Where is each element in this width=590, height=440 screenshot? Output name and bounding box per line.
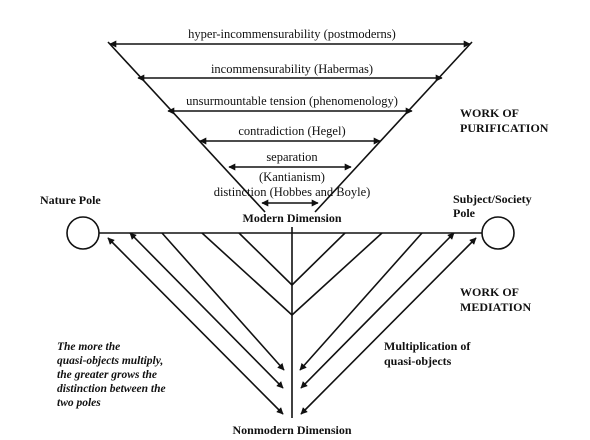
label-work-purification-line2: PURIFICATION bbox=[460, 121, 549, 135]
left-note-line2: quasi-objects multiply, bbox=[57, 355, 163, 367]
label-work-mediation-line1: WORK OF bbox=[460, 285, 519, 299]
left-note-line4: distinction between the bbox=[57, 383, 166, 395]
mediation-arrow-left-outer bbox=[107, 237, 284, 415]
left-note-line3: the greater grows the bbox=[57, 369, 157, 381]
triangle-right-edge bbox=[314, 41, 473, 213]
left-note-line1: The more the bbox=[57, 341, 120, 353]
chevron-right-1 bbox=[291, 232, 346, 286]
label-modern-dimension: Modern Dimension bbox=[243, 211, 342, 225]
mediation-arrow-left-inner bbox=[161, 232, 285, 371]
subject-pole-circle bbox=[481, 216, 515, 250]
label-work-purification-line1: WORK OF bbox=[460, 106, 519, 120]
mediation-arrow-right-outer bbox=[300, 237, 477, 415]
nature-pole-circle bbox=[66, 216, 100, 250]
label-nonmodern-dimension: Nonmodern Dimension bbox=[232, 423, 351, 437]
right-note-line2: quasi-objects bbox=[384, 354, 452, 368]
chevron-right-2 bbox=[291, 232, 383, 316]
label-separation: separation bbox=[266, 150, 318, 164]
label-subject-pole-line1: Subject/Society bbox=[453, 192, 532, 206]
label-work-mediation-line2: MEDIATION bbox=[460, 300, 531, 314]
label-distinction: distinction (Hobbes and Boyle) bbox=[214, 185, 371, 199]
label-incommensurability: incommensurability (Habermas) bbox=[211, 62, 373, 76]
label-subject-pole-line2: Pole bbox=[453, 206, 476, 220]
right-note-line1: Multiplication of bbox=[384, 339, 471, 353]
label-unsurmountable-tension: unsurmountable tension (phenomenology) bbox=[186, 94, 398, 108]
label-hyper-incommensurability: hyper-incommensurability (postmoderns) bbox=[188, 27, 396, 41]
label-nature-pole: Nature Pole bbox=[40, 193, 101, 207]
label-kantianism: (Kantianism) bbox=[259, 170, 325, 184]
label-contradiction: contradiction (Hegel) bbox=[238, 124, 345, 138]
left-note-line5: two poles bbox=[57, 397, 101, 409]
triangle-left-edge bbox=[107, 41, 266, 213]
chevron-left-2 bbox=[201, 232, 293, 316]
chevron-left-1 bbox=[238, 232, 293, 286]
